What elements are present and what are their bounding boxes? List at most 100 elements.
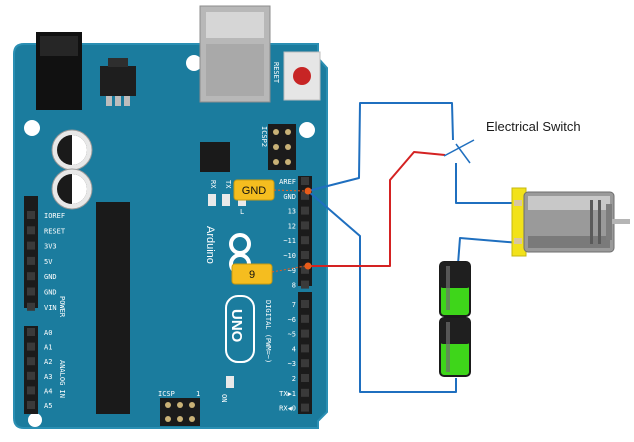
header-socket <box>301 388 309 397</box>
power-pin-label: GND <box>44 273 57 281</box>
header-socket <box>301 280 309 289</box>
mount-hole <box>299 122 315 138</box>
digital-pin-label: 13 <box>288 208 296 216</box>
header-socket <box>301 359 309 368</box>
analog-pin-label: A1 <box>44 344 52 352</box>
header-socket <box>27 241 35 250</box>
header-socket <box>301 344 309 353</box>
model-label: UNO <box>228 309 245 343</box>
header-socket <box>301 191 309 200</box>
header-socket <box>27 357 35 366</box>
pin9-contact <box>304 262 312 270</box>
power-pin-label: IOREF <box>44 212 65 220</box>
digital-pin-label: ~9 <box>288 267 296 275</box>
header-socket <box>301 329 309 338</box>
analog-pin-label: A0 <box>44 329 52 337</box>
digital-pin-label: ~10 <box>283 252 296 260</box>
analog-label: ANALOG IN <box>58 360 66 398</box>
rx-label: RX <box>209 180 217 189</box>
digital-pin-label: ~11 <box>283 237 296 245</box>
switch-label: Electrical Switch <box>486 119 581 134</box>
l-label: L <box>240 208 244 216</box>
pin9-tag-leader <box>271 265 306 273</box>
icsp-label: ICSP <box>158 390 175 398</box>
power-label: POWER <box>58 296 66 318</box>
digital-pin-label: GND <box>283 193 296 201</box>
header-socket <box>27 371 35 380</box>
header-socket <box>27 328 35 336</box>
header-socket <box>301 374 309 382</box>
reset-button-cap[interactable] <box>293 67 311 85</box>
digital-pin-label: ~5 <box>288 331 296 339</box>
on-label: ON <box>220 394 228 402</box>
header-socket <box>27 287 35 296</box>
capacitor <box>51 168 93 210</box>
arduino-board: RESET ICSP2 RX TX L <box>13 5 328 429</box>
analog-pin-label: A4 <box>44 387 52 395</box>
digital-pin-label: 7 <box>292 301 296 309</box>
icsp-pin1: 1 <box>196 390 200 398</box>
pin9-tag: 9 <box>231 263 273 285</box>
svg-text:9: 9 <box>249 269 255 281</box>
header-socket <box>301 221 309 230</box>
header-socket <box>301 403 309 412</box>
digital-pin-label: ~6 <box>288 316 296 324</box>
digital-label: DIGITAL (PWM=~) <box>264 300 272 363</box>
digital-pin-label: 2 <box>292 375 296 383</box>
header-socket <box>27 342 35 351</box>
mount-hole <box>24 120 40 136</box>
power-pin-label: RESET <box>44 227 66 235</box>
reset-button[interactable] <box>283 51 321 101</box>
digital-pin-label: RX◀0 <box>279 405 296 413</box>
header-socket <box>27 256 35 265</box>
wire-pin9-to-switch <box>308 151 446 267</box>
on-led <box>226 376 234 388</box>
power-pin-label: 3V3 <box>44 243 57 251</box>
usb-chip <box>200 142 230 172</box>
header-socket <box>27 401 35 409</box>
uno-badge <box>225 295 255 363</box>
power-pin-label: 5V <box>44 258 53 266</box>
dc-motor <box>511 187 630 257</box>
digital-pin-label: AREF <box>279 178 296 186</box>
wire-motor-to-battery <box>457 237 521 265</box>
tx-label: TX <box>224 180 232 189</box>
header-socket <box>301 236 309 245</box>
power-pin-label: GND <box>44 289 57 297</box>
header-socket <box>301 177 309 185</box>
wire-battery-return <box>307 190 457 393</box>
wire-switch-to-motor <box>455 163 520 204</box>
mount-hole <box>186 55 202 71</box>
gnd-pin-contact <box>304 187 312 195</box>
header-socket <box>301 265 309 274</box>
electrical-switch[interactable] <box>443 139 475 164</box>
header-socket <box>27 272 35 281</box>
header-socket <box>27 211 35 219</box>
icsp2-header <box>268 124 296 170</box>
tx-led <box>222 194 230 206</box>
header-socket <box>301 206 309 215</box>
voltage-regulator <box>100 66 136 96</box>
battery <box>439 261 471 377</box>
header-socket <box>27 226 35 235</box>
digital-pin-label: 12 <box>288 222 296 230</box>
rx-led <box>208 194 216 206</box>
analog-pin-label: A3 <box>44 373 52 381</box>
gnd-tag-leader <box>273 189 306 192</box>
digital-pin-label: TX▶1 <box>279 390 296 398</box>
digital-pin-label: ~3 <box>288 360 296 368</box>
wire-gnd-to-switch <box>307 102 454 192</box>
power-pin-label: VIN <box>44 304 57 312</box>
analog-pin-label: A5 <box>44 402 52 410</box>
svg-text:GND: GND <box>242 185 267 197</box>
brand-label: Arduino <box>204 226 216 264</box>
microcontroller <box>96 202 130 414</box>
icsp2-label: ICSP2 <box>260 126 268 147</box>
mount-hole <box>28 413 42 427</box>
analog-pin-label: A2 <box>44 358 52 366</box>
capacitor <box>51 129 93 171</box>
motor-shaft <box>612 219 630 224</box>
header-socket <box>27 302 35 311</box>
gnd-tag: GND <box>233 179 275 201</box>
